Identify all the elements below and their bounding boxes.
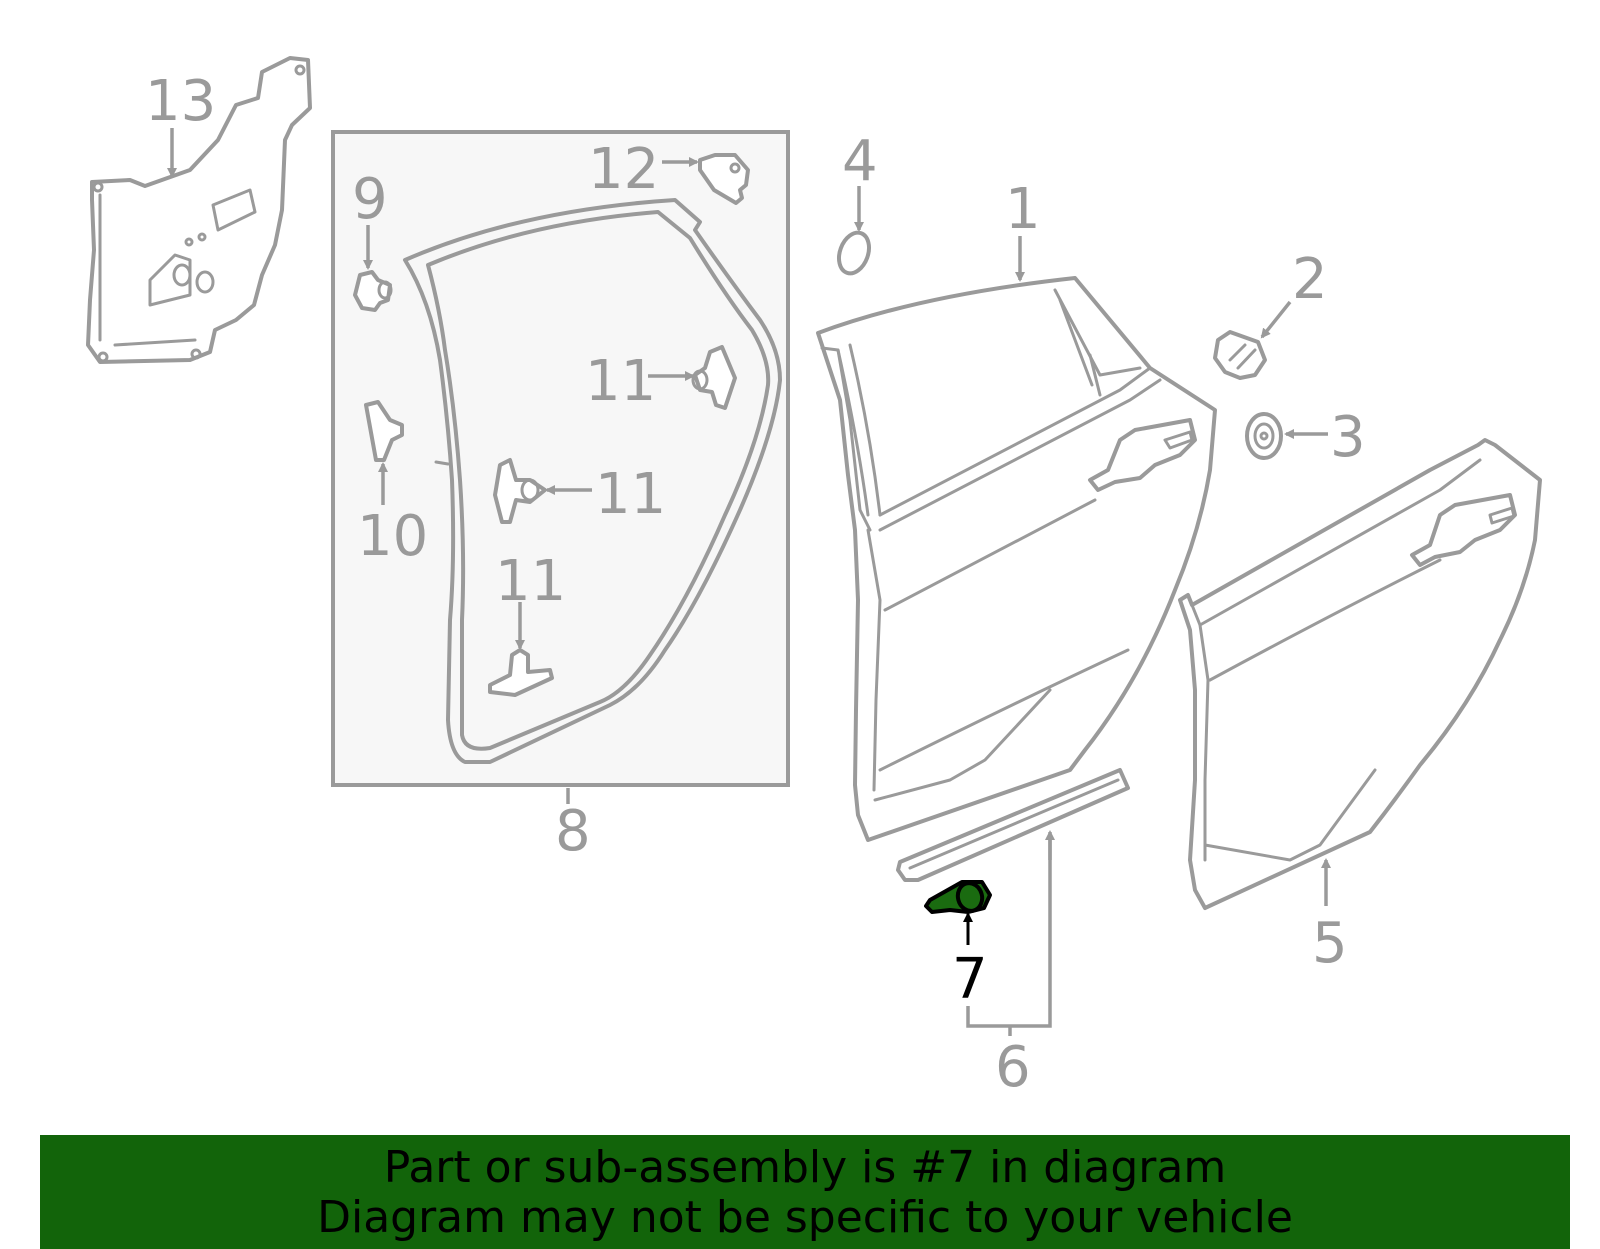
inset-box-8 <box>331 130 790 787</box>
part-10-clip <box>364 400 404 462</box>
label-11-b: 11 <box>595 462 666 527</box>
label-1: 1 <box>1005 177 1041 242</box>
part-1-door-shell <box>816 276 1217 842</box>
banner-line-1: Part or sub-assembly is #7 in diagram <box>383 1142 1227 1193</box>
part-9-clip <box>353 270 393 312</box>
part-8-weatherstrip <box>403 198 782 764</box>
part-3-washer <box>1245 412 1283 460</box>
label-7: 7 <box>952 947 988 1012</box>
part-13-water-shield <box>86 56 312 364</box>
part-11-clip-b <box>493 458 547 524</box>
part-12-clip <box>698 153 750 205</box>
part-2-grommet <box>1213 330 1267 380</box>
part-7-clip-highlighted <box>924 880 992 914</box>
label-3: 3 <box>1330 405 1366 470</box>
part-11-clip-c <box>488 648 554 697</box>
label-2: 2 <box>1292 247 1328 312</box>
label-10: 10 <box>357 504 428 569</box>
part-5-outer-skin <box>1178 438 1542 910</box>
leader-arrows <box>167 128 1331 1036</box>
banner-line-2: Diagram may not be specific to your vehi… <box>317 1192 1293 1243</box>
label-12: 12 <box>588 137 659 202</box>
part-4-plug <box>837 230 871 276</box>
info-banner: Part or sub-assembly is #7 in diagram Di… <box>40 1135 1570 1249</box>
label-5: 5 <box>1312 911 1348 976</box>
part-6-molding <box>896 768 1130 882</box>
label-8: 8 <box>555 799 591 864</box>
label-9: 9 <box>352 167 388 232</box>
label-11-c: 11 <box>495 549 566 614</box>
label-13: 13 <box>145 69 216 134</box>
label-6: 6 <box>995 1035 1031 1100</box>
callout-labels: 13 9 10 12 11 11 11 8 4 1 2 3 5 6 7 <box>145 69 1366 1100</box>
label-11-a: 11 <box>585 349 656 414</box>
label-4: 4 <box>842 129 878 194</box>
